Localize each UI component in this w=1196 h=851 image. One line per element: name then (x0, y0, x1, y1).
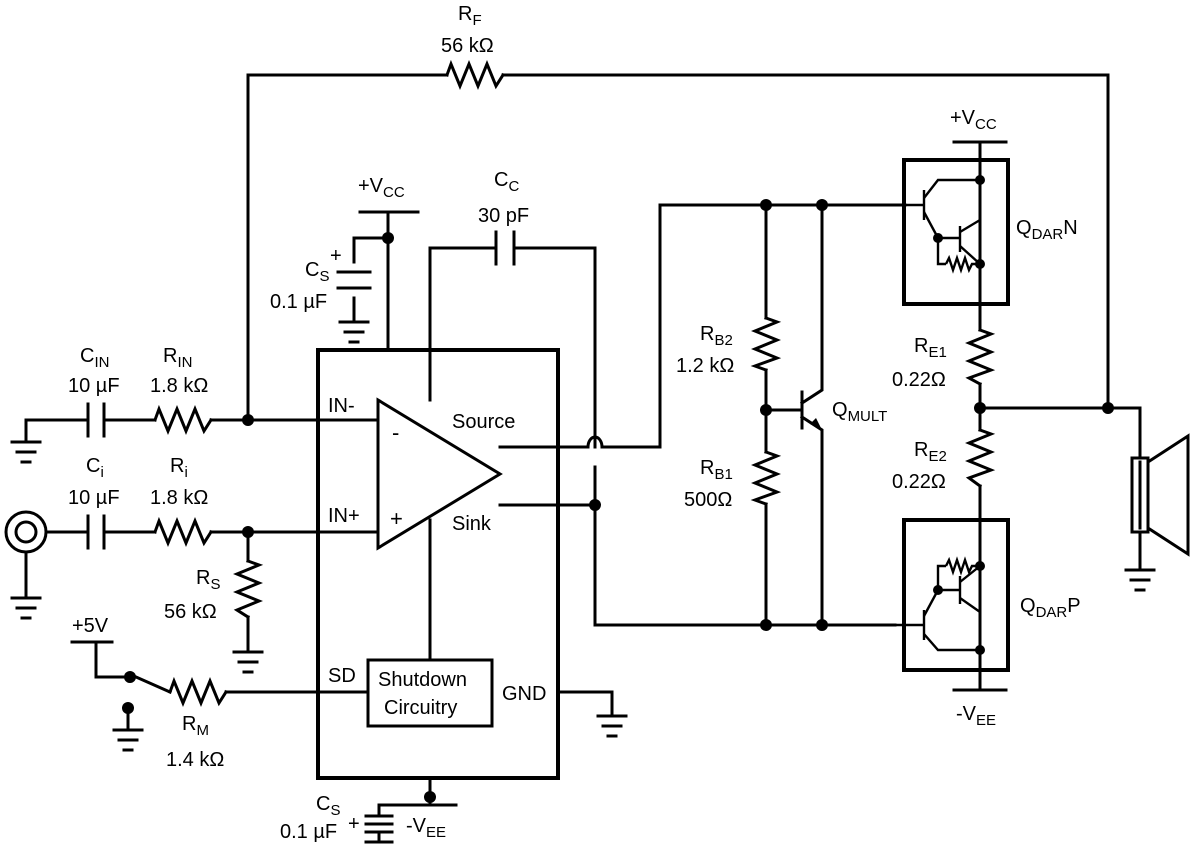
speaker-icon (1130, 433, 1190, 557)
input-jack-icon (4, 510, 48, 554)
resistor-re1 (965, 328, 996, 387)
re1-label: RE1 (914, 335, 947, 361)
resistor-re2 (965, 428, 996, 489)
opamp-minus: - (392, 420, 399, 445)
pin-sd: SD (328, 665, 356, 687)
cs2-label: CS (316, 793, 340, 819)
resistor-rf (445, 59, 506, 90)
pin-sink: Sink (452, 513, 492, 535)
switch-contact-icon (124, 671, 136, 683)
wires (24, 73, 1142, 844)
resistor-rin (153, 404, 214, 435)
resistor-rs (233, 559, 264, 620)
opamp-triangle-icon (376, 397, 503, 551)
resistor-rb2 (750, 316, 782, 372)
cc-value: 30 pF (478, 205, 529, 227)
vcc1-label: +VCC (358, 175, 405, 201)
ground-speaker (1124, 568, 1156, 592)
ground-cs1 (338, 320, 370, 344)
ri-value: 1.8 kΩ (150, 487, 208, 509)
re2-value: 0.22Ω (892, 471, 946, 493)
ground-cin (10, 440, 42, 464)
rin-label: RIN (163, 345, 192, 371)
qmult-label: QMULT (832, 399, 887, 425)
resistor-ri (153, 516, 214, 547)
pin-in-plus: IN+ (328, 505, 360, 527)
ci-label: Ci (86, 455, 104, 481)
pin-source: Source (452, 411, 515, 433)
ground-switch (112, 728, 144, 752)
vee1-label: -VEE (406, 815, 446, 841)
resistor-rb1 (750, 450, 782, 506)
pin-in-minus: IN- (328, 395, 355, 417)
opamp-plus: + (390, 506, 403, 531)
rf-value: 56 kΩ (441, 35, 494, 57)
rf-label: RF (458, 3, 482, 29)
rb1-value: 500Ω (684, 489, 732, 511)
amplifier-ic-body (316, 348, 560, 780)
capacitors (86, 230, 516, 834)
cs1-plus: + (330, 245, 342, 267)
rin-value: 1.8 kΩ (150, 375, 208, 397)
rm-label: RM (182, 713, 209, 739)
cs2-plus: + (348, 813, 360, 835)
rs-label: RS (196, 567, 220, 593)
ground-input (10, 550, 42, 620)
qmult-transistor-icon (810, 418, 822, 430)
ground-rs (232, 650, 264, 674)
rb2-label: RB2 (700, 323, 733, 349)
resistor-rm (168, 676, 229, 707)
ci-value: 10 µF (68, 487, 120, 509)
rs-value: 56 kΩ (164, 601, 217, 623)
qdarp-darlington-icon (895, 518, 1010, 672)
rb1-label: RB1 (700, 457, 733, 483)
qdarn-darlington-icon (902, 158, 1010, 306)
resistors (153, 59, 996, 707)
shutdown-line2: Circuitry (384, 697, 457, 719)
cs1-value: 0.1 µF (270, 291, 327, 313)
shutdown-line1: Shutdown (378, 669, 467, 691)
re1-value: 0.22Ω (892, 369, 946, 391)
rm-value: 1.4 kΩ (166, 749, 224, 771)
qdarn-label: QDARN (1016, 217, 1078, 243)
junction-dots (242, 175, 1114, 803)
shutdown-circuitry-block (366, 658, 494, 728)
cs2-value: 0.1 µF (280, 821, 337, 843)
plus5v-label: +5V (72, 615, 109, 637)
ground-gnd-pin (596, 714, 628, 738)
pin-gnd: GND (502, 683, 546, 705)
component-labels: RF 56 kΩ CIN 10 µF RIN 1.8 kΩ Ci 10 µF R… (68, 3, 1081, 843)
cin-label: CIN (80, 345, 109, 371)
rb2-value: 1.2 kΩ (676, 355, 734, 377)
cs1-label: CS (305, 259, 329, 285)
vcc2-label: +VCC (950, 107, 997, 133)
cin-value: 10 µF (68, 375, 120, 397)
ground-symbols (10, 320, 1156, 844)
cc-label: CC (494, 169, 519, 195)
supply-rails (70, 140, 1008, 807)
ri-label: Ri (170, 455, 188, 481)
vee2-label: -VEE (956, 703, 996, 729)
re2-label: RE2 (914, 439, 947, 465)
qdarp-label: QDARP (1020, 595, 1081, 621)
